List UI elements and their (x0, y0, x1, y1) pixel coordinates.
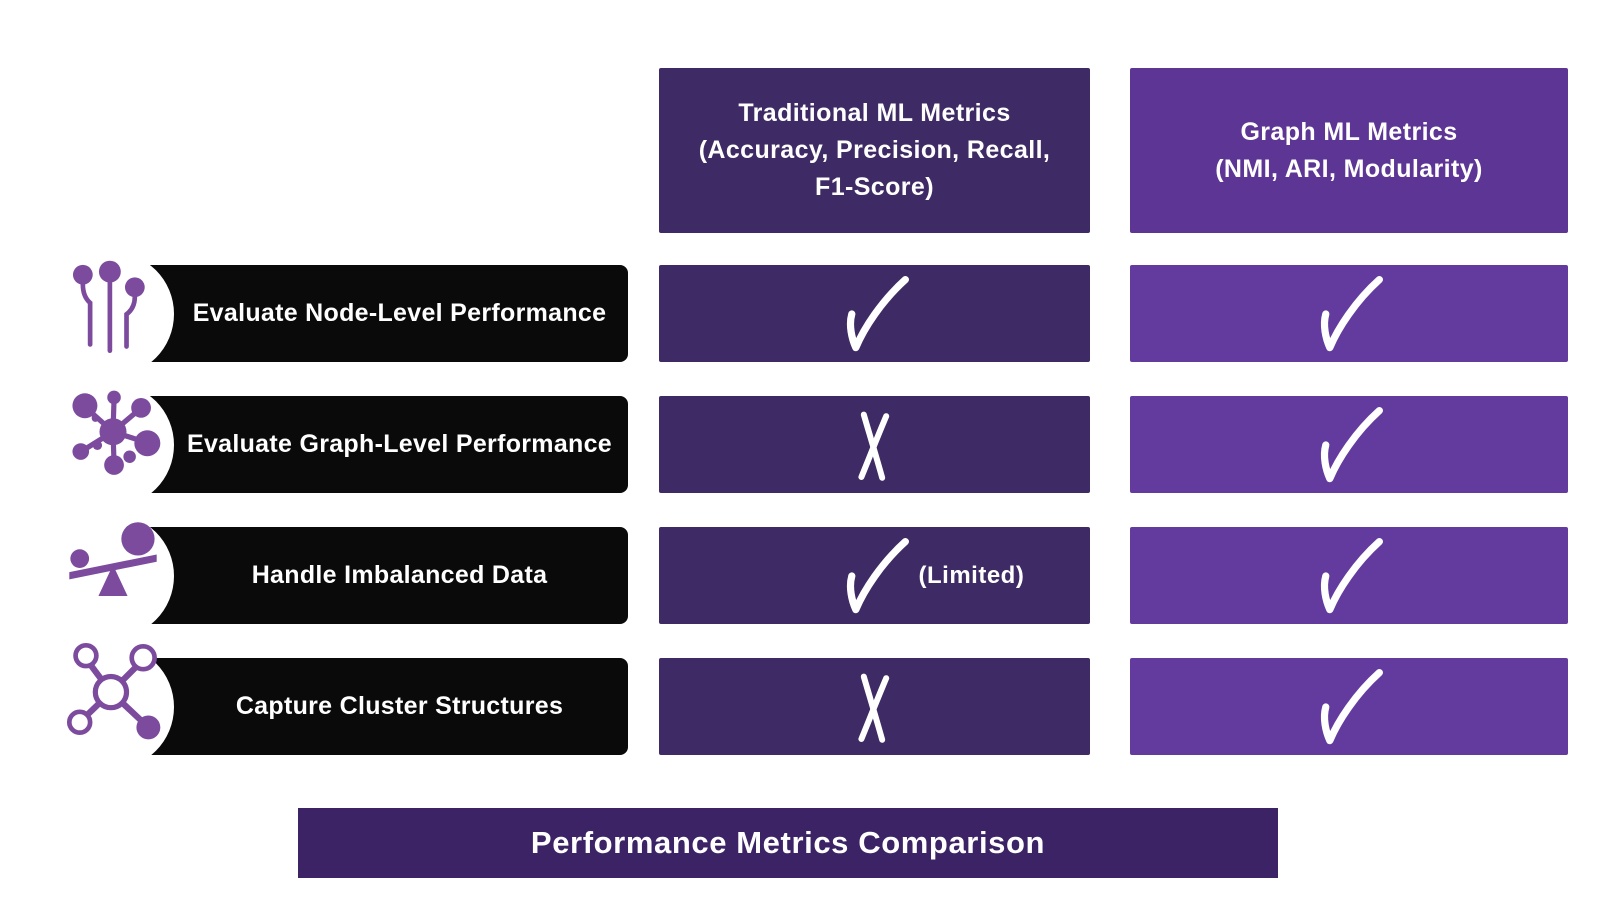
row-label: Evaluate Node-Level Performance (192, 299, 607, 327)
row-label: Capture Cluster Structures (235, 692, 564, 720)
checkmark-icon (835, 534, 915, 618)
imbalanced-scale-icon (61, 517, 165, 621)
node-level-icon (61, 255, 165, 359)
graph-level-icon (61, 386, 165, 490)
cell-traditional-node-level (659, 265, 1090, 362)
checkmark-icon (1309, 534, 1389, 618)
cell-note: (Limited) (918, 561, 1025, 589)
row-bar-imbalanced-data: Handle Imbalanced Data (50, 514, 628, 638)
row-bar-graph-level: Evaluate Graph-Level Performance (50, 383, 628, 507)
cell-traditional-imbalanced-data: (Limited) (659, 527, 1090, 624)
cell-traditional-graph-level (659, 396, 1090, 493)
checkmark-icon (1309, 272, 1389, 356)
cell-graph-imbalanced-data (1130, 527, 1568, 624)
checkmark-icon (1309, 403, 1389, 487)
row-bar-cluster-structures: Capture Cluster Structures (50, 642, 628, 769)
cell-graph-cluster-structures (1130, 658, 1568, 755)
cell-graph-graph-level (1130, 396, 1568, 493)
cluster-structure-icon (61, 638, 165, 742)
page-title: Performance Metrics Comparison (530, 825, 1046, 860)
cell-traditional-cluster-structures (659, 658, 1090, 755)
cell-graph-node-level (1130, 265, 1568, 362)
footer-title-bar: Performance Metrics Comparison (298, 808, 1278, 878)
x-mark-icon (835, 403, 915, 487)
checkmark-icon (1309, 665, 1389, 749)
row-label: Handle Imbalanced Data (251, 561, 548, 589)
header-graph-ml-metrics: Graph ML Metrics (NMI, ARI, Modularity) (1130, 68, 1568, 233)
row-bar-node-level: Evaluate Node-Level Performance (50, 252, 628, 376)
header-traditional-ml-metrics: Traditional ML Metrics (Accuracy, Precis… (659, 68, 1090, 233)
row-label: Evaluate Graph-Level Performance (186, 430, 613, 458)
x-mark-icon (835, 665, 915, 749)
checkmark-icon (835, 272, 915, 356)
